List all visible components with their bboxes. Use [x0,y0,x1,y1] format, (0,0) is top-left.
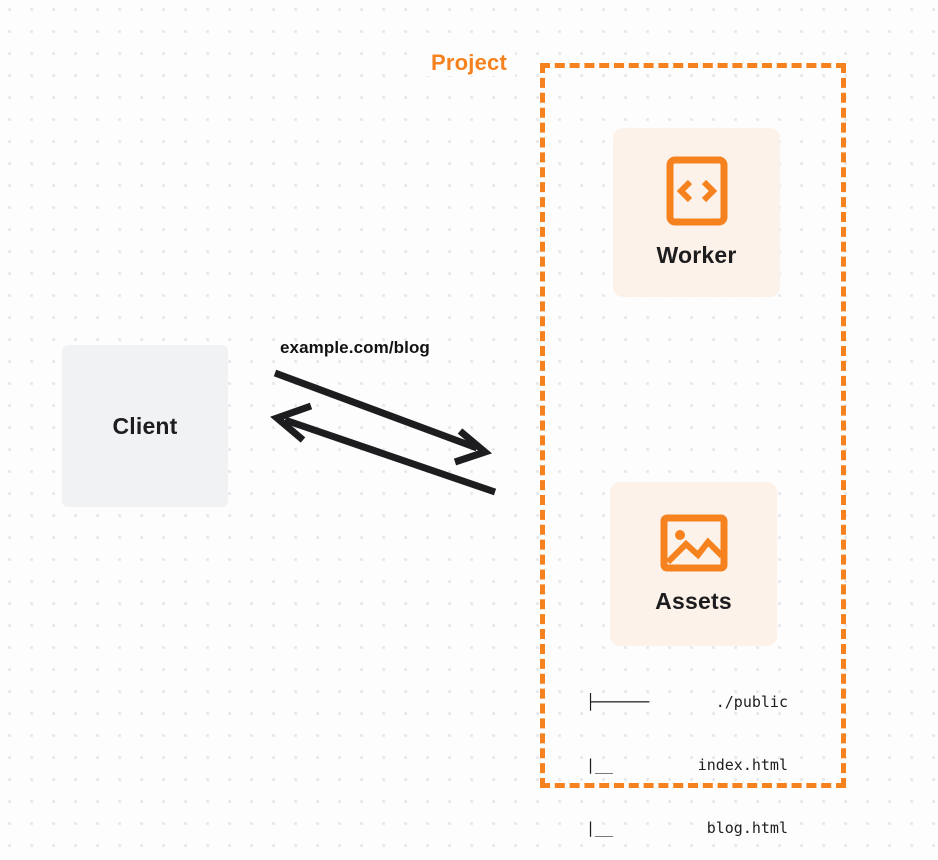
tree-branch: ├────── [586,693,659,711]
tree-row: |__ blog.html [586,818,788,839]
project-container [540,63,846,788]
image-picture-icon [660,514,728,572]
request-url-label: example.com/blog [280,338,430,357]
arrow-left-icon [270,402,497,496]
assets-file-tree: ├────── ./public |__ index.html |__ blog… [586,650,788,860]
tree-row: |__ index.html [586,755,788,776]
arrow-right-icon [273,369,493,466]
code-brackets-icon [666,156,728,226]
tree-item-name: blog.html [706,819,788,837]
project-title: Project [423,50,515,76]
flow-arrows [270,369,497,496]
worker-label: Worker [656,242,737,268]
tree-branch: |__ [586,756,623,774]
client-label: Client [112,412,178,439]
tree-item-name: index.html [697,756,788,774]
assets-label: Assets [655,587,732,614]
tree-item-name: ./public [715,693,788,711]
tree-row: ├────── ./public [586,692,788,713]
worker-card[interactable]: Worker [613,128,780,297]
assets-card[interactable]: Assets [610,482,777,646]
tree-branch: |__ [586,819,623,837]
client-node[interactable]: Client [62,345,228,507]
